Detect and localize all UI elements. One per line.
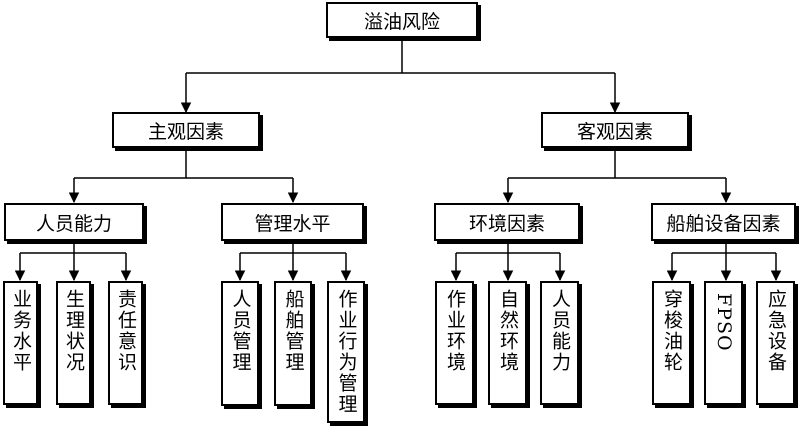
- leaf-sense-of-responsibility: 责任意识: [108, 281, 143, 405]
- leaf-label: FPSO: [713, 293, 735, 352]
- leaf-label: 作业环境: [444, 289, 466, 373]
- node-objective-factors: 客观因素: [541, 112, 689, 148]
- leaf-physiological-condition: 生理状况: [56, 281, 91, 405]
- node-environment-label: 环境因素: [468, 212, 545, 235]
- leaf-business-level: 业务水平: [3, 281, 38, 405]
- leaf-label: 自然环境: [497, 289, 519, 373]
- leaf-label: 业务水平: [10, 289, 32, 373]
- leaf-personnel-management: 人员管理: [221, 281, 259, 406]
- node-subjective-factors: 主观因素: [112, 112, 260, 148]
- node-personnel-label: 人员能力: [35, 212, 112, 235]
- leaf-ship-management: 船舶管理: [274, 281, 312, 406]
- node-environment-factors: 环境因素: [434, 203, 580, 241]
- leaf-label: 船舶管理: [282, 289, 305, 373]
- leaf-label: 责任意识: [115, 289, 137, 373]
- leaf-label: 人员管理: [229, 289, 252, 373]
- leaf-natural-environment: 自然环境: [488, 281, 527, 405]
- node-management-label: 管理水平: [254, 212, 331, 235]
- leaf-label: 作业行为管理: [335, 289, 358, 415]
- root-node-oil-spill-risk: 溢油风险: [326, 2, 478, 38]
- leaf-label: 穿梭油轮: [661, 289, 683, 373]
- leaf-label: 应急设备: [765, 289, 787, 373]
- leaf-shuttle-tanker: 穿梭油轮: [652, 281, 691, 405]
- leaf-operation-behavior-management: 作业行为管理: [327, 281, 365, 423]
- leaf-operating-environment: 作业环境: [435, 281, 474, 405]
- node-management-level: 管理水平: [221, 203, 364, 241]
- node-objective-label: 客观因素: [576, 120, 653, 143]
- node-equipment-label: 船舶设备因素: [666, 212, 781, 235]
- root-node-label: 溢油风险: [363, 10, 440, 33]
- leaf-personnel-ability: 人员能力: [540, 281, 579, 405]
- leaf-label: 生理状况: [63, 289, 85, 373]
- node-subjective-label: 主观因素: [147, 120, 224, 143]
- leaf-emergency-equipment: 应急设备: [756, 281, 795, 405]
- leaf-label: 人员能力: [549, 289, 571, 373]
- node-personnel-ability: 人员能力: [4, 203, 144, 241]
- node-ship-equipment-factors: 船舶设备因素: [651, 203, 796, 241]
- leaf-fpso: FPSO: [704, 281, 743, 405]
